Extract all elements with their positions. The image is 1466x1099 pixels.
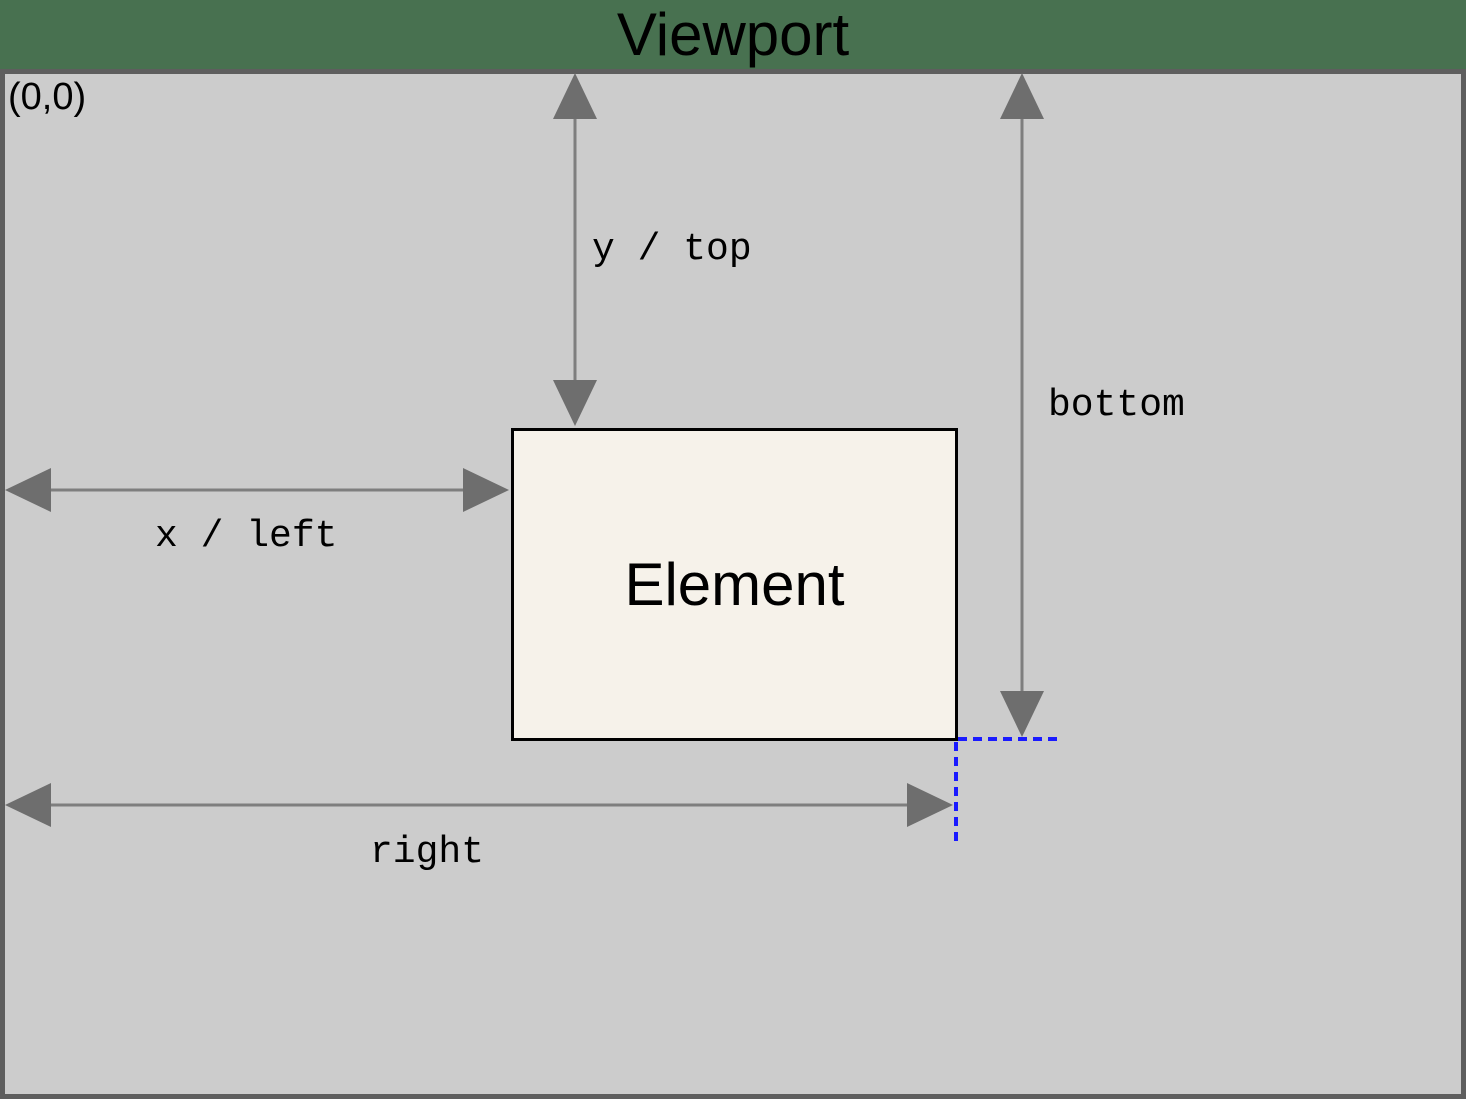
element-label: Element [624, 551, 845, 618]
bottom-label: bottom [1048, 384, 1185, 427]
y-top-label: y / top [592, 228, 752, 271]
element-box: Element [511, 428, 958, 741]
x-left-label: x / left [155, 515, 338, 558]
origin-coordinates-label: (0,0) [8, 76, 87, 118]
viewport-title: Viewport [616, 1, 850, 68]
right-label: right [370, 831, 485, 874]
